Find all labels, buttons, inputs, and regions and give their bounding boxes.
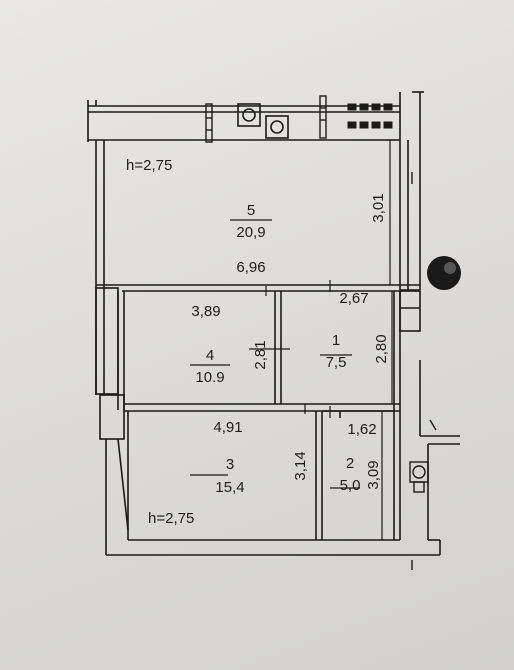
dimension-lines xyxy=(190,139,395,540)
room-1-area: 7,5 xyxy=(326,354,347,371)
riser-icon xyxy=(205,95,327,143)
room-3-area: 15,4 xyxy=(215,479,244,496)
room-4-number: 4 xyxy=(206,347,214,364)
room-5-area: 20,9 xyxy=(236,224,265,241)
room-4-area: 10.9 xyxy=(195,369,224,386)
room-3-width-dim: 4,91 xyxy=(213,419,242,436)
room-1-width-dim: 2,67 xyxy=(339,290,368,307)
hob-icon xyxy=(347,103,393,129)
room-1-height-dim: 2,80 xyxy=(373,334,390,363)
circle-riser-icon xyxy=(427,256,461,290)
room-4-height-dim: 2,81 xyxy=(252,340,269,369)
height-label-top: h=2,75 xyxy=(126,157,172,174)
room-5-height-dim: 3,01 xyxy=(370,193,387,222)
room-1-number: 1 xyxy=(332,332,340,349)
room-2-area: 5,0 xyxy=(340,477,361,494)
walls xyxy=(87,91,460,556)
toilet-icon xyxy=(409,461,429,493)
corner-marks xyxy=(411,172,437,570)
room-5-number: 5 xyxy=(247,202,255,219)
sink-icon xyxy=(237,103,289,139)
height-label-bottom: h=2,75 xyxy=(148,510,194,527)
room-3-number: 3 xyxy=(226,456,234,473)
room-2-width-dim: 1,62 xyxy=(347,421,376,438)
room-2-height-dim: 3,09 xyxy=(365,460,382,489)
room-3-height-dim: 3,14 xyxy=(292,451,309,480)
room-2-number: 2 xyxy=(346,455,354,472)
room-4-width-dim: 3,89 xyxy=(191,303,220,320)
room-5-width-dim: 6,96 xyxy=(236,259,265,276)
